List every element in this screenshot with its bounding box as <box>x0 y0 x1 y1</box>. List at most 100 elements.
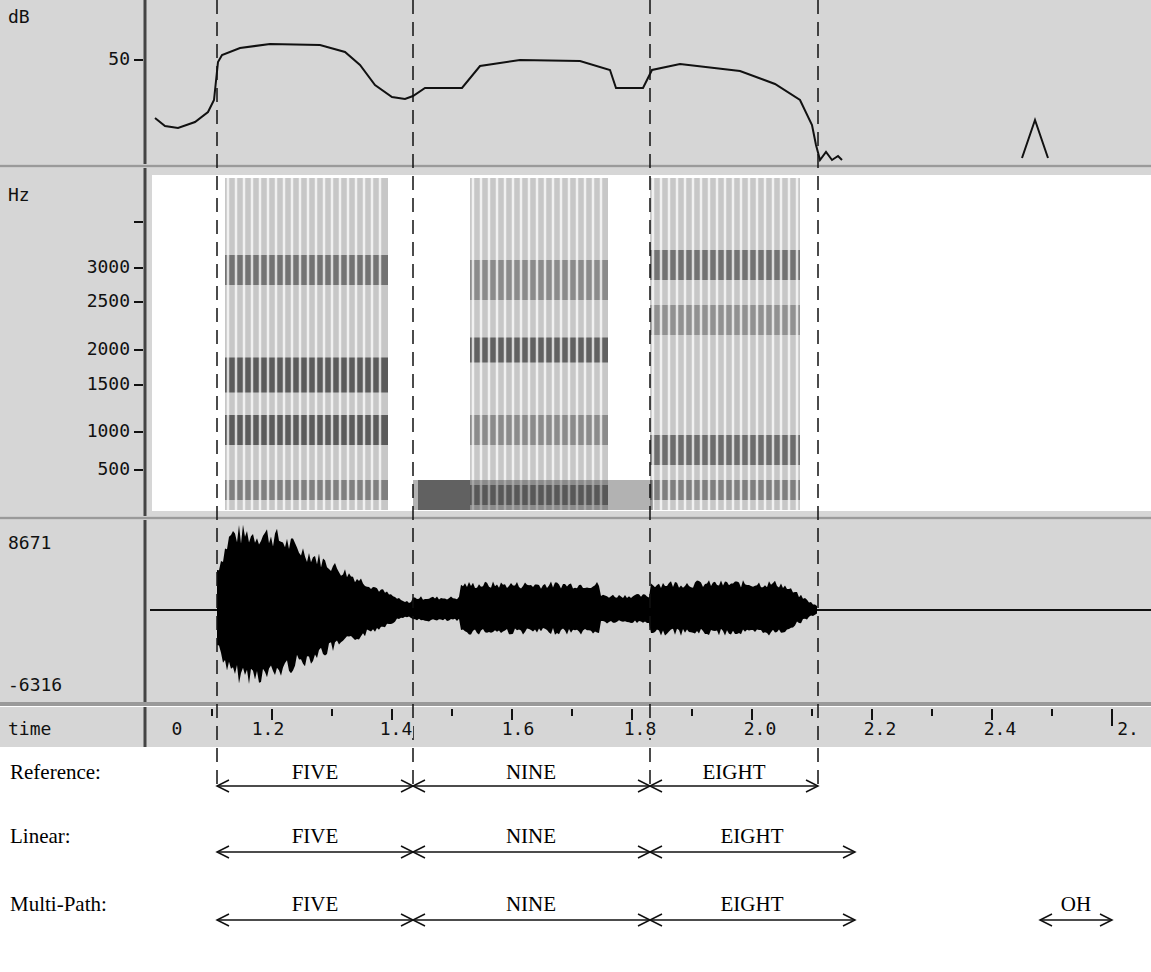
span-arrow <box>650 785 818 787</box>
glottal-striation <box>267 178 270 510</box>
arrow-head <box>413 846 425 858</box>
axis-line <box>144 520 147 702</box>
glottal-striation <box>339 178 342 510</box>
axis-value: 3000 <box>87 258 130 276</box>
arrow-head <box>650 846 662 858</box>
time-value: 1.2 <box>251 720 286 738</box>
time-tick <box>451 709 453 716</box>
arrow-head <box>217 780 229 792</box>
arrow-head <box>401 914 413 926</box>
axis-line <box>144 0 147 164</box>
waveform-envelope <box>217 525 817 684</box>
glottal-striation <box>520 178 523 510</box>
span-arrow <box>413 919 650 921</box>
glottal-striation <box>552 178 555 510</box>
glottal-striation <box>504 178 507 510</box>
arrow-head <box>1100 914 1112 926</box>
glottal-striation <box>283 178 286 510</box>
arrow-head <box>806 780 818 792</box>
glottal-striation <box>600 178 603 510</box>
db-curve <box>155 44 842 160</box>
boundary-line <box>412 0 414 790</box>
formant-band <box>470 260 608 300</box>
glottal-striation <box>668 178 671 510</box>
axis-value: 8671 <box>8 534 51 552</box>
span-arrow <box>217 851 413 853</box>
segment-boundaries <box>217 0 818 790</box>
glottal-striation <box>700 178 703 510</box>
axis-title: Hz <box>8 186 30 204</box>
glottal-striation <box>259 178 262 510</box>
panel-divider <box>0 702 1151 706</box>
word-label: FIVE <box>292 894 339 915</box>
time-value: 2.2 <box>863 720 898 738</box>
glottal-striation <box>363 178 366 510</box>
glottal-striation <box>275 178 278 510</box>
glottal-striation <box>652 178 655 510</box>
spectrogram-panel <box>0 168 1151 516</box>
glottal-striation <box>323 178 326 510</box>
word-label: EIGHT <box>701 762 768 783</box>
axis-tick <box>134 431 143 433</box>
axis-value: 2500 <box>87 292 130 310</box>
glottal-striation <box>780 178 783 510</box>
axis-tick <box>134 384 143 386</box>
axis-ticks <box>134 222 143 470</box>
glottal-striation <box>732 178 735 510</box>
glottal-striation <box>788 178 791 510</box>
glottal-striation <box>291 178 294 510</box>
axis-tick <box>134 469 143 471</box>
word-label: OH <box>1061 894 1091 915</box>
glottal-striation <box>660 178 663 510</box>
glottal-striation <box>536 178 539 510</box>
time-tick <box>211 709 213 716</box>
panel-divider <box>0 517 1151 520</box>
spectrogram-ground <box>152 175 1151 511</box>
span-arrow <box>217 785 413 787</box>
axis-value: 500 <box>97 460 130 478</box>
word-label: NINE <box>506 894 556 915</box>
boundary-line <box>216 0 218 790</box>
glottal-striation <box>227 178 230 510</box>
time-tick <box>931 709 933 716</box>
axis-tick <box>134 301 143 303</box>
glottal-striation <box>472 178 475 510</box>
arrow-head <box>650 780 662 792</box>
word-label: FIVE <box>292 826 339 847</box>
glottal-striation <box>544 178 547 510</box>
spectrogram <box>225 178 800 510</box>
time-value: 2. <box>1116 720 1140 738</box>
axis-value: 1000 <box>87 422 130 440</box>
glottal-striation <box>347 178 350 510</box>
time-value: 1.4 <box>379 720 414 738</box>
span-arrow <box>1040 919 1112 921</box>
time-value: 2.0 <box>743 720 778 738</box>
glottal-striation <box>371 178 374 510</box>
word-label: NINE <box>506 826 556 847</box>
glottal-striation <box>496 178 499 510</box>
glottal-striation <box>299 178 302 510</box>
arrow-head <box>638 914 650 926</box>
time-ticks <box>212 709 1112 726</box>
axis-tick <box>134 267 143 269</box>
axis-value: -6316 <box>8 676 62 694</box>
arrow-head <box>843 914 855 926</box>
row-label: Reference: <box>10 762 101 783</box>
time-panel <box>0 707 1151 747</box>
glottal-striation <box>716 178 719 510</box>
axis-value: 50 <box>108 50 130 68</box>
word-label: NINE <box>504 762 558 783</box>
glottal-striation <box>355 178 358 510</box>
db-panel <box>0 0 1151 164</box>
span-arrow <box>413 785 650 787</box>
glottal-striation <box>576 178 579 510</box>
arrow-head <box>638 846 650 858</box>
word-label: FIVE <box>290 762 341 783</box>
glottal-striation <box>740 178 743 510</box>
boundary-line <box>649 0 651 790</box>
glottal-striation <box>684 178 687 510</box>
voiced-region <box>650 178 800 510</box>
panel-divider <box>0 165 1151 168</box>
glottal-striation <box>243 178 246 510</box>
glottal-striation <box>331 178 334 510</box>
